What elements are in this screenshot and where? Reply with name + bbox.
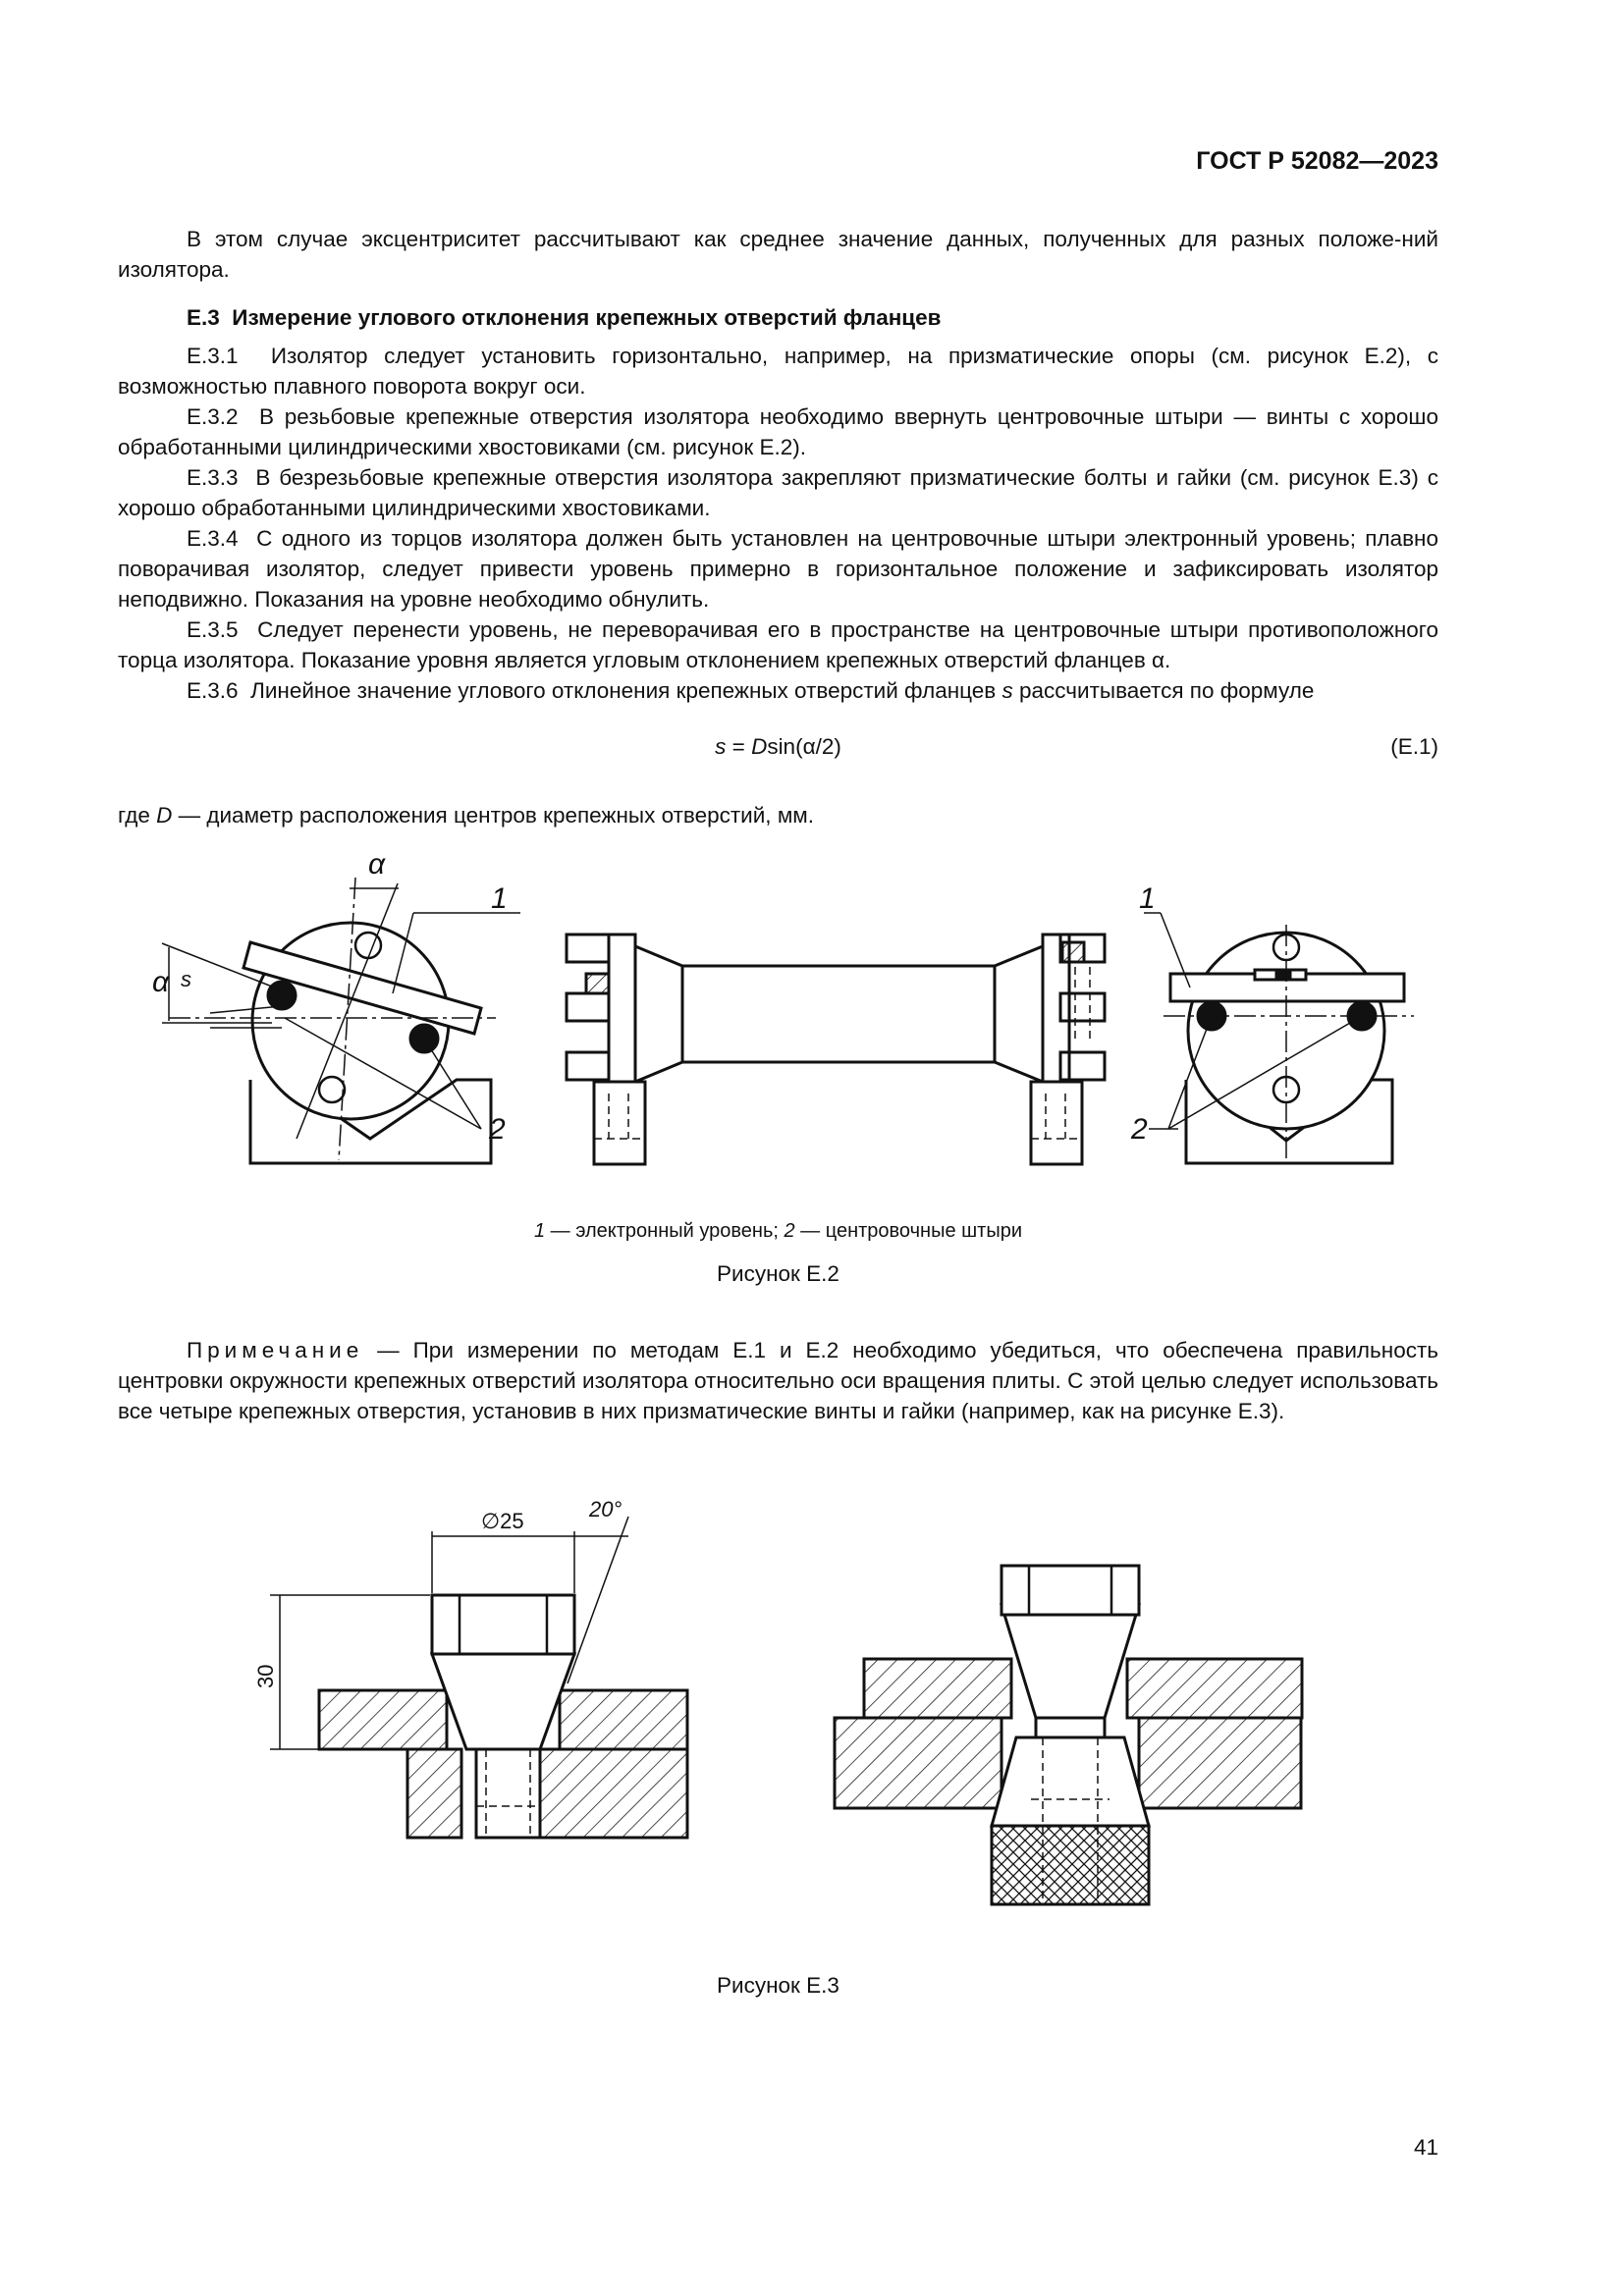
where-text: — диаметр расположения центров крепежных… (172, 803, 815, 828)
dim-diameter: ∅25 (481, 1509, 524, 1533)
alpha-label-left: α (152, 966, 170, 998)
item-e32: Е.3.2 В резьбовые крепежные отверстия из… (118, 401, 1438, 462)
item-e34: Е.3.4 С одного из торцов изолятора долже… (118, 523, 1438, 614)
figure-e3-drawing: ∅25 20° 30 (253, 1497, 1304, 1906)
item-e35: Е.3.5 Следует перенести уровень, не пере… (118, 614, 1438, 675)
legend-num-1: 1 (533, 1220, 546, 1242)
figure-e3-title: Рисунок Е.3 (717, 1973, 839, 1998)
item-text: Следует перенести уровень, не переворачи… (118, 617, 1438, 672)
item-text: В резьбовые крепежные отверстия изолятор… (118, 404, 1438, 459)
right-bolt-assembly (833, 1564, 1304, 1906)
formula-expression: s = Dsin(α/2) (118, 734, 1438, 760)
item-e36: Е.3.6 Линейное значение углового отклоне… (118, 675, 1438, 706)
section-heading: Е.3 Измерение углового отклонения крепеж… (118, 302, 1438, 333)
item-text-after: рассчитывается по формуле (1019, 678, 1315, 703)
item-text: С одного из торцов изолятора должен быть… (118, 526, 1438, 612)
item-id: Е.3.6 (187, 678, 239, 703)
section-title: Измерение углового отклонения крепежных … (232, 305, 942, 330)
formula-rhs: sin(α/2) (767, 734, 841, 759)
dim-angle: 20° (588, 1497, 622, 1522)
formula-d: D (751, 734, 768, 759)
formula-eq: = (726, 734, 752, 759)
item-id: Е.3.3 (187, 465, 239, 490)
note-paragraph: Примечание — При измерении по методам Е.… (118, 1335, 1438, 1426)
legend-text-2: — центровочные штыри (794, 1220, 1023, 1242)
callout-2-left: 2 (488, 1113, 506, 1146)
legend-text-1: — электронный уровень; (545, 1220, 785, 1242)
intro-paragraph: В этом случае эксцентриситет рассчитываю… (118, 227, 1438, 282)
item-id: Е.3.1 (187, 344, 239, 368)
left-bolt-assembly (270, 1516, 689, 1840)
dim-height: 30 (253, 1665, 278, 1688)
where-clause: где D — диаметр расположения центров кре… (118, 803, 814, 828)
figure-e2-drawing: α α s 1 2 1 2 (152, 848, 1414, 1166)
item-id: Е.3.5 (187, 617, 239, 642)
where-var: D (156, 803, 173, 828)
callout-2-right: 2 (1130, 1113, 1148, 1146)
side-view (565, 933, 1107, 1166)
callout-1-right: 1 (1139, 882, 1156, 915)
figure-e2-title: Рисунок Е.2 (717, 1261, 839, 1286)
document-code: ГОСТ Р 52082—2023 (1196, 147, 1438, 175)
right-end-view (1144, 912, 1414, 1165)
formula-number: (Е.1) (1390, 734, 1438, 759)
s-label: s (181, 967, 191, 991)
item-text-before: Линейное значение углового отклонения кр… (250, 678, 997, 703)
item-id: Е.3.4 (187, 526, 239, 551)
where-prefix: где (118, 803, 150, 828)
section-number: Е.3 (187, 305, 220, 330)
legend-num-2: 2 (784, 1220, 795, 1242)
item-var: s (1001, 678, 1013, 703)
formula-e1: s = Dsin(α/2) (Е.1) (118, 734, 1438, 766)
callout-1-left: 1 (491, 882, 508, 915)
formula-lhs: s (715, 734, 727, 759)
note-label: Примечание (187, 1338, 364, 1362)
left-end-view (161, 877, 520, 1165)
page-number: 41 (1413, 2135, 1438, 2160)
item-id: Е.3.2 (187, 404, 239, 429)
item-e31: Е.3.1 Изолятор следует установить горизо… (118, 341, 1438, 401)
item-text: Изолятор следует установить горизонтальн… (118, 344, 1438, 399)
item-text: В безрезьбовые крепежные отверстия изоля… (118, 465, 1438, 520)
alpha-label-top: α (368, 848, 386, 881)
note-text: — При измерении по методам Е.1 и Е.2 нео… (118, 1338, 1438, 1423)
item-e33: Е.3.3 В безрезьбовые крепежные отверстия… (118, 462, 1438, 523)
figure-e2-legend: 1 — электронный уровень; 2 — центровочны… (118, 1220, 1438, 1243)
